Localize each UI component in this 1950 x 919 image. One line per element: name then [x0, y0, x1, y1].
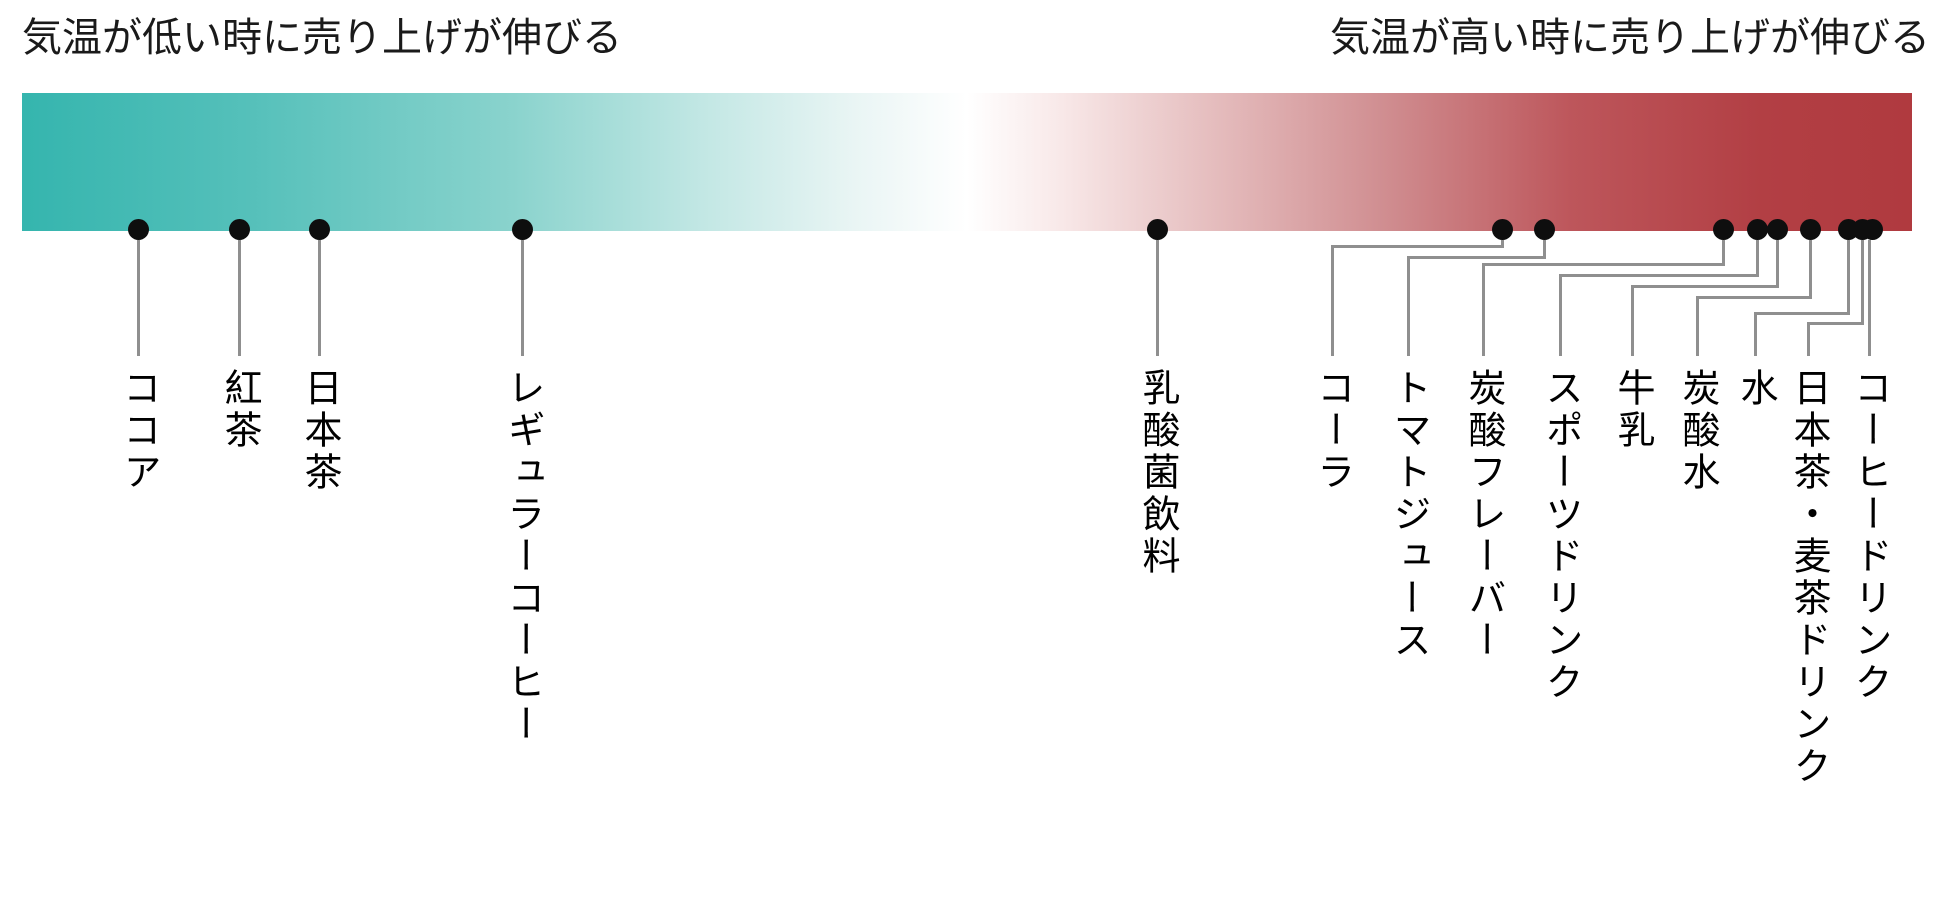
connector-line	[136, 240, 140, 356]
connector-line	[1500, 240, 1504, 248]
connector-line	[1330, 245, 1504, 248]
connector-line	[1846, 240, 1850, 315]
data-point-dot	[1491, 218, 1513, 240]
beverage-label: 乳酸菌飲料	[1135, 368, 1180, 578]
connector-line	[1558, 274, 1759, 277]
beverage-label: スポーツドリンク	[1538, 368, 1583, 704]
connector-line	[1753, 312, 1757, 356]
temperature-gradient-bar	[22, 93, 1912, 231]
connector-line	[1558, 274, 1562, 356]
data-point-dot	[127, 218, 149, 240]
beverage-label: 炭酸フレーバー	[1461, 368, 1506, 662]
connector-line	[1542, 240, 1546, 259]
connector-line	[1806, 322, 1864, 325]
connector-line	[1406, 256, 1546, 259]
beverage-label: トマトジュース	[1386, 368, 1431, 662]
connector-line	[1695, 296, 1812, 299]
beverage-label: 水	[1733, 368, 1778, 410]
connector-line	[1481, 263, 1485, 356]
connector-line	[1775, 240, 1779, 288]
beverage-label: 牛乳	[1610, 368, 1655, 452]
beverage-label: 紅茶	[217, 368, 262, 452]
connector-line	[1867, 240, 1871, 356]
connector-line	[1406, 256, 1410, 356]
hot-side-title: 気温が高い時に売り上げが伸びる	[1330, 15, 1930, 61]
beverage-label: コーラ	[1310, 368, 1355, 494]
data-point-dot	[511, 218, 533, 240]
data-point-dot	[1861, 218, 1883, 240]
connector-line	[1755, 240, 1759, 277]
connector-line	[1753, 312, 1850, 315]
data-point-dot	[228, 218, 250, 240]
connector-line	[520, 240, 524, 356]
data-point-dot	[1146, 218, 1168, 240]
connector-line	[1860, 240, 1864, 325]
connector-line	[1330, 245, 1334, 356]
beverage-label: 日本茶	[297, 368, 342, 494]
data-point-dot	[1533, 218, 1555, 240]
connector-line	[1155, 240, 1159, 356]
connector-line	[1806, 322, 1810, 356]
beverage-label: レギュラーコーヒー	[500, 368, 545, 746]
connector-line	[1808, 240, 1812, 299]
connector-line	[1481, 263, 1725, 266]
data-point-dot	[1766, 218, 1788, 240]
connector-line	[317, 240, 321, 356]
connector-line	[1630, 285, 1634, 356]
connector-line	[237, 240, 241, 356]
beverage-label: コーヒードリンク	[1847, 368, 1892, 704]
beverage-label: 炭酸水	[1675, 368, 1720, 494]
beverage-label: ココア	[116, 368, 161, 494]
connector-line	[1695, 296, 1699, 356]
beverage-label: 日本茶・麦茶ドリンク	[1786, 368, 1831, 788]
data-point-dot	[1712, 218, 1734, 240]
connector-line	[1721, 240, 1725, 266]
data-point-dot	[308, 218, 330, 240]
data-point-dot	[1746, 218, 1768, 240]
connector-line	[1630, 285, 1779, 288]
cold-side-title: 気温が低い時に売り上げが伸びる	[22, 15, 622, 61]
data-point-dot	[1799, 218, 1821, 240]
